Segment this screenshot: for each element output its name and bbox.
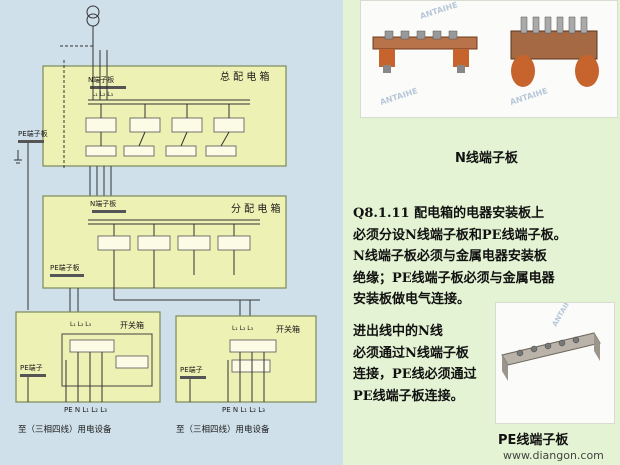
sub-box-title: 分 配 电 箱 bbox=[231, 202, 281, 215]
out-right-label: PE N L₁ L₂ L₃ bbox=[222, 406, 265, 414]
load-left-label: 至（三相四线）用电设备 bbox=[18, 424, 112, 435]
pe-terminal-left bbox=[20, 374, 46, 377]
n-bar-main-label: N端子板 bbox=[88, 75, 114, 84]
pe-switch-left-label: PE端子 bbox=[20, 363, 43, 372]
pe-terminal-right bbox=[180, 376, 206, 379]
watermark-4: ANTAIHE bbox=[551, 303, 575, 328]
switch-box-left-title: 开关箱 bbox=[120, 320, 144, 330]
l-main-label: L₁ L₂ L₃ bbox=[92, 91, 114, 98]
description-panel: ANTAIHE ANTAIHE ANTAIHE N线端子板 Q8.1.11 配电… bbox=[343, 0, 620, 465]
pe-switch-right-label: PE端子 bbox=[180, 365, 203, 374]
transformer-icon bbox=[60, 5, 100, 50]
n-bar-sub bbox=[92, 210, 126, 213]
n-bar-main bbox=[90, 86, 126, 89]
requirement-paragraph: Q8.1.11 配电箱的电器安装板上 必须分设N线端子板和PE线端子板。 N线端… bbox=[353, 206, 567, 307]
pe-terminal-photo: ANTAIHE bbox=[495, 302, 615, 424]
wiring-diagram-panel: 总 配 电 箱 N端子板 L₁ L₂ L₃ PE端子板 bbox=[0, 0, 343, 465]
pe-bar-sub-label: PE端子板 bbox=[50, 263, 80, 272]
switch-box-right bbox=[175, 315, 317, 403]
n-bar-sub-label: N端子板 bbox=[90, 199, 116, 208]
main-distribution-box bbox=[42, 65, 287, 167]
watermark-2: ANTAIHE bbox=[379, 86, 419, 107]
l-switch-left-label: L₁ L₂ L₃ bbox=[70, 321, 92, 328]
pe-bar-sub bbox=[50, 274, 84, 277]
main-breakers bbox=[85, 104, 245, 157]
site-url: www.diangon.com bbox=[503, 449, 604, 462]
switch-box-right-title: 开关箱 bbox=[276, 324, 300, 334]
pe-terminal-caption: PE线端子板 bbox=[498, 433, 569, 448]
pe-bar-main-label: PE端子板 bbox=[18, 129, 48, 138]
main-box-title: 总 配 电 箱 bbox=[220, 70, 270, 83]
out-left-label: PE N L₁ L₂ L₃ bbox=[64, 406, 107, 414]
n-terminal-caption: N线端子板 bbox=[455, 151, 518, 166]
watermark-1: ANTAIHE bbox=[419, 1, 459, 21]
watermark-3: ANTAIHE bbox=[509, 86, 549, 107]
wiring-diagram: 总 配 电 箱 N端子板 L₁ L₂ L₃ PE端子板 bbox=[14, 5, 317, 435]
n-terminal-photo: ANTAIHE ANTAIHE ANTAIHE bbox=[360, 0, 618, 118]
wiring-rule-paragraph: 进出线中的N线 必须通过N线端子板 连接，PE线必须通过 PE线端子板连接。 bbox=[353, 324, 477, 404]
load-right-label: 至（三相四线）用电设备 bbox=[176, 424, 270, 435]
sub-breakers bbox=[97, 224, 251, 288]
pe-bar-main bbox=[18, 140, 44, 143]
l-switch-right-label: L₁ L₂ L₃ bbox=[232, 325, 254, 332]
